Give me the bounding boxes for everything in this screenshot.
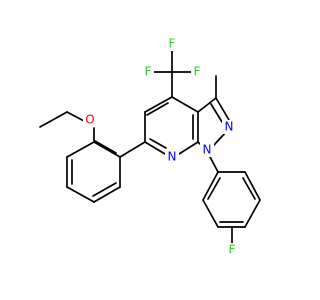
fluorine-label: F bbox=[145, 65, 152, 79]
bond-c3-n2 bbox=[215, 97, 230, 121]
bond-c4-c5 bbox=[144, 96, 173, 113]
nitrogen-label: N bbox=[225, 120, 234, 134]
bond-fp-6-double bbox=[207, 177, 221, 200]
bond-fp-3 bbox=[244, 199, 261, 228]
atom-label-f2: F bbox=[191, 65, 203, 79]
fluorine-label: F bbox=[194, 65, 201, 79]
bond-methyl-end bbox=[39, 111, 68, 128]
atom-label-n7: N bbox=[165, 150, 179, 164]
bond-fp-2-double bbox=[242, 177, 256, 200]
atom-label-o1: O bbox=[83, 113, 97, 127]
atom-label-n2: N bbox=[222, 120, 236, 134]
bond-n1-aryl bbox=[208, 154, 219, 173]
bond-mp-5-double bbox=[92, 182, 117, 197]
bond-c6-n7 bbox=[144, 141, 166, 155]
bond-fp-2 bbox=[244, 171, 261, 201]
oxygen-label: O bbox=[85, 113, 94, 127]
bond-c6-n7-double bbox=[149, 138, 167, 149]
fluorine-label: F bbox=[229, 243, 236, 257]
bond-n2-n1 bbox=[213, 131, 227, 146]
bond-mp-5 bbox=[93, 186, 121, 203]
bond-c3a-c4 bbox=[171, 96, 199, 113]
nitrogen-label: N bbox=[168, 150, 177, 164]
bond-o-methyl bbox=[66, 111, 85, 122]
bond-mp-2 bbox=[66, 141, 95, 158]
bond-mp-1-double bbox=[94, 140, 117, 154]
bond-mp-1 bbox=[93, 141, 121, 158]
molecule-drawing: F F F N N N O F bbox=[39, 37, 261, 257]
bond-n7-c7a bbox=[178, 141, 199, 155]
bond-mp-4 bbox=[66, 186, 95, 203]
bond-c3-n2-double bbox=[210, 103, 223, 123]
bond-c6-aryl bbox=[119, 141, 146, 158]
bond-fp-5 bbox=[202, 199, 219, 228]
bond-c3a-c3 bbox=[197, 97, 217, 113]
atom-label-f3: F bbox=[166, 37, 178, 51]
bond-c4-c5-double bbox=[146, 102, 169, 116]
nitrogen-label: N bbox=[203, 143, 212, 157]
atom-label-f4: F bbox=[226, 243, 238, 257]
atom-label-f1: F bbox=[142, 65, 154, 79]
bond-fp-6 bbox=[202, 171, 219, 201]
fluorine-label: F bbox=[169, 37, 176, 51]
structure-canvas: F F F N N N O F bbox=[39, 37, 261, 257]
atom-label-n1: N bbox=[200, 143, 214, 157]
